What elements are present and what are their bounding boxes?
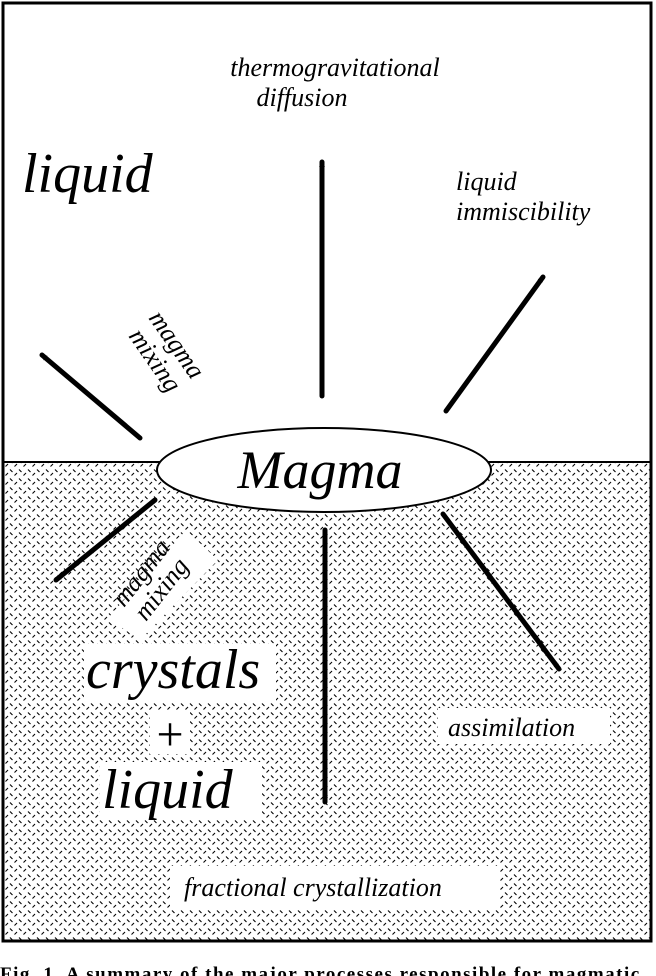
assimilation-label: assimilation — [448, 713, 575, 742]
crystals-label: crystals — [86, 639, 260, 701]
magma-ellipse — [156, 427, 492, 513]
arrows — [39, 159, 562, 805]
assimilation-label-bg — [438, 708, 610, 744]
plus-label: + — [156, 708, 183, 761]
arrow-magma-mixing-lower — [53, 497, 158, 583]
thermogravitational-label: thermogravitational — [230, 53, 439, 82]
liquid-immiscibility-label-2: immiscibility — [456, 197, 591, 226]
figure-caption: Fig. 1. A summary of the major processes… — [0, 962, 656, 976]
lower-left-label-bg — [108, 530, 218, 640]
diffusion-label: diffusion — [256, 83, 347, 112]
crystals-label-bg — [84, 644, 276, 702]
arrow-assimilation — [440, 511, 562, 672]
arrow-magma-mixing-upper — [39, 352, 143, 441]
figure-frame — [1, 1, 653, 943]
fractional-crystallization-label: fractional crystallization — [184, 873, 442, 902]
liquid-immiscibility-label-1: liquid — [456, 167, 518, 196]
liquid-region — [3, 3, 651, 462]
fractional-crystallization-label-bg — [170, 866, 500, 910]
magma-label: Magma — [237, 440, 403, 500]
caption-text: Fig. 1. A summary of the major processes… — [0, 964, 641, 976]
liquid-region-label: liquid — [22, 143, 154, 205]
plus-label-bg — [150, 712, 190, 754]
liquid-lower-label: liquid — [102, 759, 234, 821]
arrow-liquid-immiscibility — [443, 274, 546, 414]
liquid-lower-label-bg — [100, 762, 262, 820]
